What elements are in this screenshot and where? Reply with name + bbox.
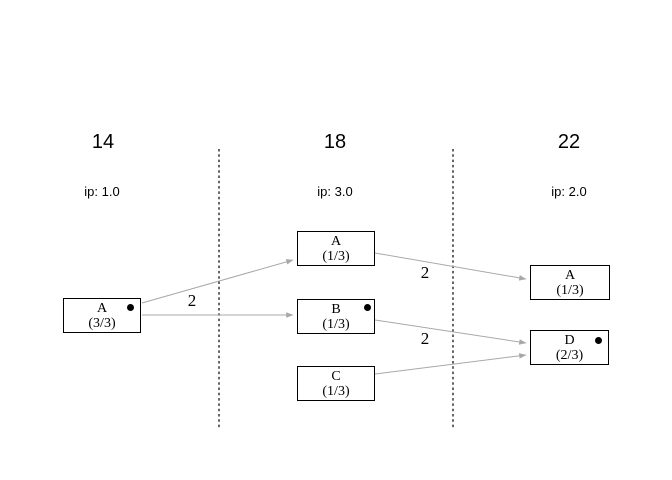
node-count: (1/3): [322, 316, 350, 332]
node-gen22-A: A (1/3): [530, 265, 610, 300]
node-gen18-B: B (1/3): [297, 299, 375, 334]
ip-label-col-22: ip: 2.0: [551, 184, 587, 199]
node-count: (1/3): [322, 248, 350, 264]
edge-gen18C-gen22D: [374, 353, 527, 375]
node-label: A: [96, 300, 108, 316]
node-label: B: [331, 301, 341, 317]
node-gen18-C: C (1/3): [297, 366, 375, 401]
node-count: (3/3): [88, 315, 116, 331]
node-count: (2/3): [555, 347, 584, 363]
node-count: (1/3): [322, 383, 350, 399]
node-label: A: [330, 233, 342, 249]
column-header-18: 18: [323, 131, 347, 153]
marker-dot-icon: [364, 304, 371, 311]
ip-label-col-14: ip: 1.0: [84, 184, 120, 199]
column-header-22: 22: [557, 131, 581, 153]
edge-gen18B-gen22D: [374, 319, 527, 345]
node-gen22-D: D (2/3): [530, 330, 609, 365]
node-label: A: [564, 267, 576, 283]
edge-weight-gen18A-gen22A: 2: [420, 263, 430, 282]
node-gen18-A: A (1/3): [297, 231, 375, 266]
node-gen14-A: A (3/3): [63, 298, 141, 333]
edge-weight-gen18B-gen22D: 2: [420, 329, 430, 348]
edge-gen14A-gen18A: [141, 259, 294, 304]
node-count: (1/3): [556, 282, 584, 298]
marker-dot-icon: [595, 337, 602, 344]
column-header-14: 14: [91, 131, 115, 153]
node-label: C: [331, 368, 341, 384]
node-label: D: [564, 332, 575, 348]
marker-dot-icon: [127, 304, 134, 311]
edge-weight-gen14A-gen18A: 2: [187, 291, 197, 310]
ip-label-col-18: ip: 3.0: [317, 184, 353, 199]
edge-gen18A-gen22A: [374, 252, 527, 281]
